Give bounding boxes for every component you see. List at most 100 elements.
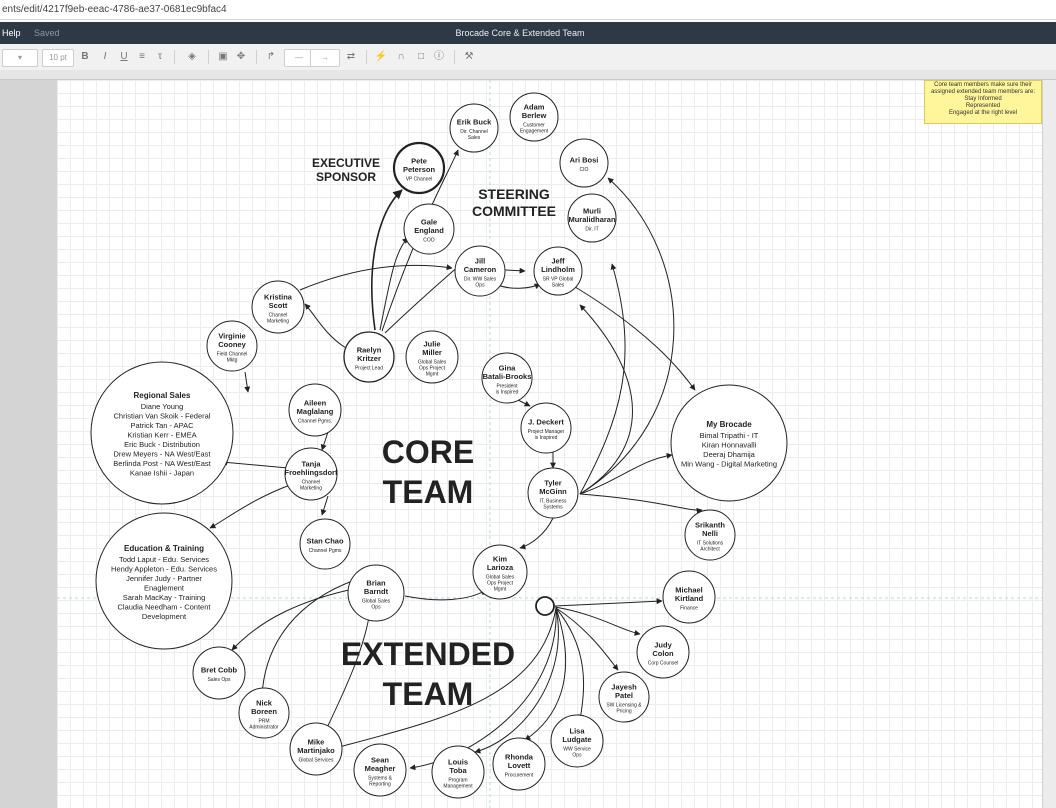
node-name: Bret Cobb: [201, 666, 238, 675]
node-name: Julie: [423, 339, 440, 348]
node-name: Maglalang: [297, 407, 334, 416]
node-name: Education & Training: [124, 544, 204, 553]
node-name: Judy: [654, 640, 672, 649]
node-role: Corp Counsel: [648, 660, 679, 666]
position-icon[interactable]: ✥: [236, 51, 246, 62]
sticky-note[interactable]: Core team members make sure their assign…: [924, 80, 1042, 124]
node-role: Management: [443, 783, 473, 789]
node-name: Tanja: [301, 459, 321, 468]
swap-arrows-icon[interactable]: ⇄: [346, 51, 356, 62]
font-size-select[interactable]: 10 pt: [42, 49, 74, 67]
node-name: Ludgate: [562, 735, 591, 744]
wrench-icon[interactable]: ⚒: [464, 51, 474, 62]
link-icon[interactable]: ∩: [397, 51, 405, 62]
info-icon[interactable]: ⓘ: [434, 51, 444, 62]
fill-color-icon[interactable]: ◈: [188, 51, 196, 62]
font-family-select[interactable]: ▾: [2, 49, 38, 67]
node-role: Mgmt: [494, 586, 507, 592]
node-role: Ops Project: [419, 365, 446, 371]
node-circle: [684, 509, 736, 561]
node-role: Enaglement: [144, 583, 185, 592]
lock-icon[interactable]: □: [417, 51, 425, 62]
document-title[interactable]: Brocade Core & Extended Team: [455, 28, 585, 38]
node-role: Jennifer Judy - Partner: [126, 574, 202, 583]
action-icon[interactable]: ⚡: [374, 51, 388, 62]
node-role: Pricing: [616, 708, 632, 714]
node-name: Pete: [411, 156, 427, 165]
vertical-scrollbar[interactable]: [1042, 80, 1056, 808]
menu-help[interactable]: Help: [2, 28, 21, 38]
node-name: Kristina: [264, 292, 293, 301]
sticky-note-text: Core team members make sure their assign…: [930, 82, 1036, 95]
underline-button[interactable]: U: [120, 51, 128, 62]
italic-button[interactable]: I: [103, 51, 107, 62]
node-circle: [353, 743, 407, 797]
node-name: Brian: [366, 578, 386, 587]
node-circle: [636, 625, 690, 679]
node-name: Louis: [448, 757, 468, 766]
node-name: Barndt: [364, 587, 389, 596]
line-start-select[interactable]: —: [284, 49, 314, 67]
node-role: Channel Pgms: [309, 548, 342, 554]
node-role: Sales Ops: [207, 677, 231, 683]
node-circle: [347, 564, 405, 622]
node-name: Rhonda: [505, 752, 534, 761]
node-name: Mike: [308, 737, 325, 746]
align-text-icon[interactable]: ≡: [139, 51, 145, 62]
node-circle: [206, 320, 258, 372]
line-end-select[interactable]: →: [310, 49, 340, 67]
node-role: Global Services: [298, 757, 334, 763]
node-name: Batali-Brooks: [483, 372, 532, 381]
node-role: Dir. Channel: [460, 129, 488, 135]
node-name: Martinjako: [297, 746, 335, 755]
node-role: Min Wang - Digital Marketing: [681, 460, 777, 469]
node-name: Nelli: [702, 529, 718, 538]
browser-url-bar[interactable]: ents/edit/4217f9eb-eeac-4786-ae37-0681ec…: [0, 0, 1056, 20]
text-options-icon[interactable]: τ: [158, 51, 162, 62]
node-name: McGinn: [539, 487, 567, 496]
bold-button[interactable]: B: [81, 51, 89, 62]
diagram-canvas[interactable]: EXECUTIVE SPONSOR STEERING COMMITTEE COR…: [57, 80, 1056, 808]
node-role: Kristian Kerr - EMEA: [127, 431, 196, 440]
node-name: Erik Buck: [457, 118, 492, 127]
node-role: Marketing: [300, 485, 322, 491]
line-style-icon[interactable]: ↱: [266, 51, 276, 62]
save-status: Saved: [34, 28, 60, 38]
shape-border-icon[interactable]: ▣: [218, 51, 228, 62]
node-role: Ops Project: [487, 580, 514, 586]
